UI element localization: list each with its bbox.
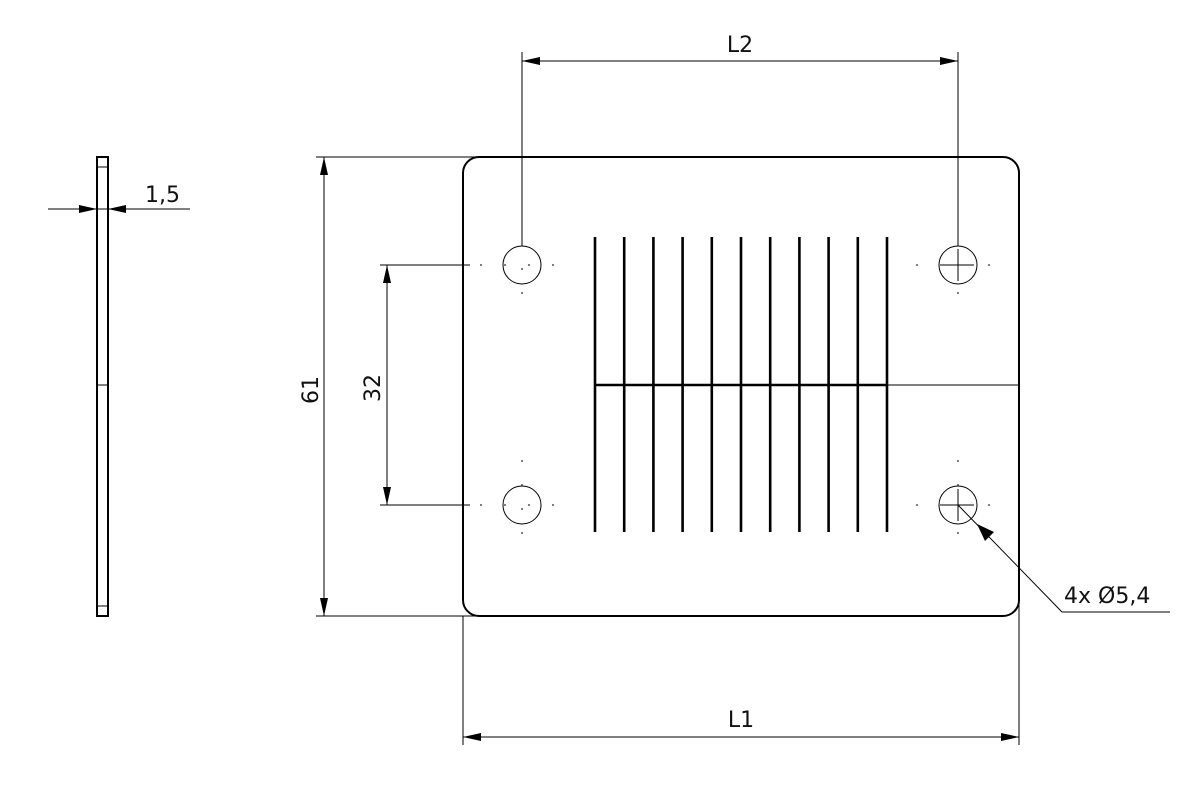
hole-callout-arrow [977, 524, 994, 541]
thickness-arrow-right [108, 205, 126, 213]
height-label: 61 [299, 376, 324, 404]
height-arrow-bottom [320, 598, 328, 616]
thickness-label: 1,5 [145, 183, 180, 208]
height-arrow-top [320, 157, 328, 175]
l1-arrow-right [1001, 733, 1019, 741]
hole-bottom-left [502, 485, 542, 525]
dimension-61: 61 [299, 156, 478, 617]
plate-outline [462, 156, 1020, 617]
hole-height-arrow-bottom [383, 487, 391, 505]
dimension-l1: L1 [462, 604, 1020, 745]
hole-callout-label: 4x Ø5,4 [1064, 584, 1150, 609]
side-view-profile [96, 156, 109, 617]
front-view: 4x Ø5,4 [462, 156, 1170, 617]
hole-height-label: 32 [361, 374, 386, 402]
l1-arrow-left [463, 733, 481, 741]
l1-label: L1 [728, 708, 754, 733]
l2-label: L2 [727, 33, 753, 58]
hole-callout-leader [957, 504, 1063, 613]
l2-arrow-right [940, 57, 958, 65]
thickness-arrow-left [79, 205, 97, 213]
l2-arrow-left [522, 57, 540, 65]
dimension-l2: L2 [521, 33, 959, 246]
hole-top-left [502, 245, 542, 285]
side-view: 1,5 [48, 156, 190, 617]
hole-height-arrow-top [383, 265, 391, 283]
dimension-32: 32 [361, 264, 470, 506]
